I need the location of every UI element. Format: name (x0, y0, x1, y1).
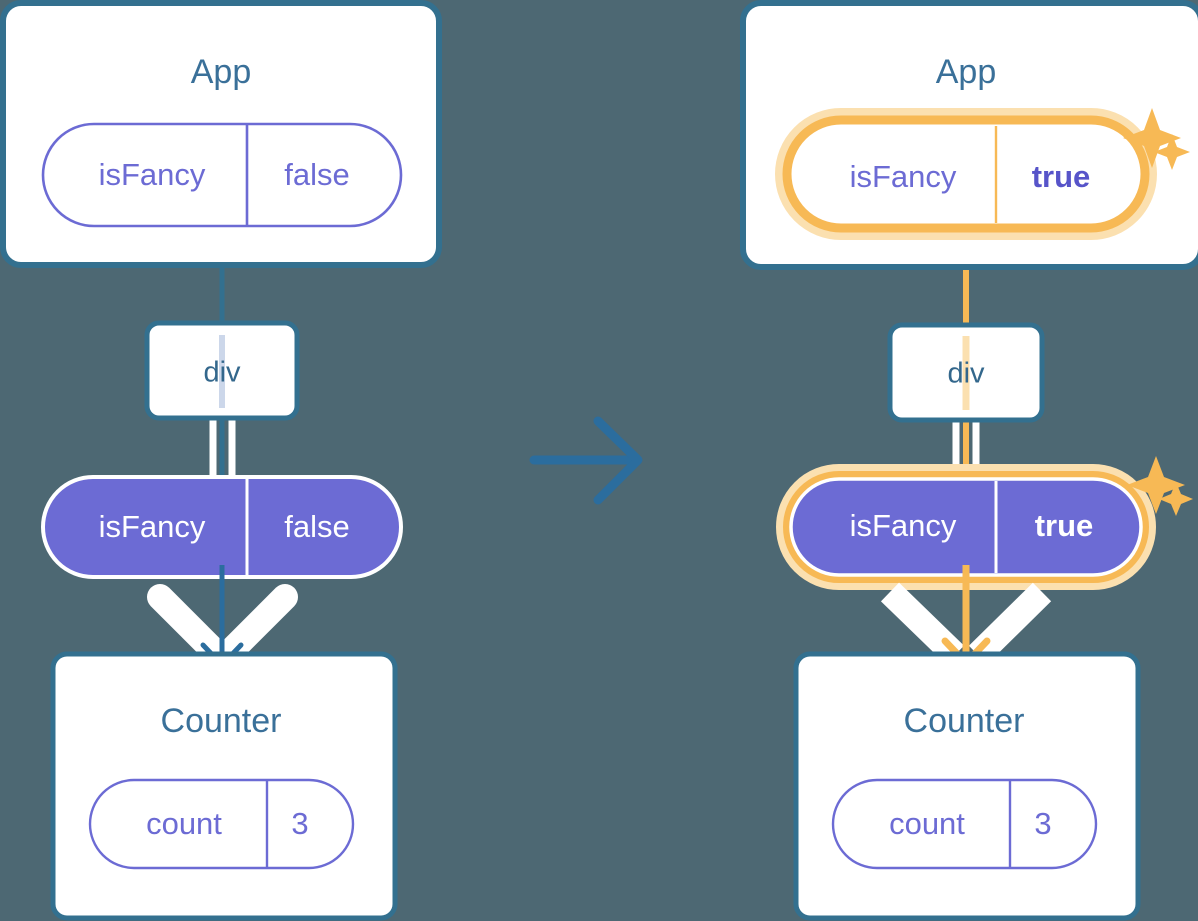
transition-arrow-icon (529, 416, 643, 505)
counter-state-pill-value-before: 3 (291, 806, 308, 841)
app-card-before: App isFancy false (0, 0, 442, 268)
app-card-after: App isFancy true (740, 0, 1198, 270)
app-state-pill-name-after: isFancy (850, 159, 957, 194)
counter-card-title-before: Counter (161, 702, 282, 740)
counter-state-pill-name-after: count (889, 806, 965, 841)
sparkle-icon-top-small (1154, 134, 1190, 170)
app-state-pill-value-before: false (284, 157, 349, 192)
counter-state-pill-shape-after (831, 778, 1098, 870)
props-pill-value-after: true (1035, 508, 1094, 543)
div-node-label-after: div (947, 358, 985, 390)
counter-state-pill-value-after: 3 (1034, 806, 1051, 841)
counter-state-pill-name-before: count (146, 806, 222, 841)
app-state-pill-value-after: true (1032, 159, 1091, 194)
counter-state-pill-before: count 3 (88, 778, 355, 870)
sparkle-icon-top (1123, 108, 1190, 170)
app-card-title-before: App (191, 53, 252, 91)
div-node-label-before: div (203, 357, 241, 389)
counter-state-pill-shape-before (88, 778, 355, 870)
props-pill-name-before: isFancy (99, 509, 206, 544)
props-pill-before: isFancy false (41, 475, 403, 579)
sparkle-icon-mid-small (1159, 482, 1193, 516)
render-arrow-right-arm-before (217, 584, 298, 665)
app-state-pill-ring-after (782, 115, 1150, 233)
render-arrow-left-arm-before (147, 584, 228, 665)
counter-card-after: Counter count 3 (793, 651, 1141, 921)
counter-card-before: Counter count 3 (50, 651, 398, 921)
props-pill-value-before: false (284, 509, 349, 544)
div-node-after: div (887, 322, 1045, 423)
app-state-pill-name-before: isFancy (99, 157, 206, 192)
app-state-pill-after: isFancy true (775, 108, 1157, 240)
div-node-before: div (144, 320, 300, 421)
app-state-pill-shape-before (41, 122, 403, 228)
app-state-pill-before: isFancy false (41, 122, 403, 228)
sparkle-icon-top-large (1123, 108, 1181, 168)
sparkle-icon-mid-large (1127, 456, 1185, 514)
app-card-title-after: App (936, 53, 997, 91)
render-arrow-before (147, 565, 298, 668)
props-pill-name-after: isFancy (850, 508, 957, 543)
counter-card-title-after: Counter (904, 702, 1025, 740)
counter-state-pill-after: count 3 (831, 778, 1098, 870)
render-arrow-right-arm-after (968, 582, 1052, 665)
sparkle-icon-mid (1127, 456, 1193, 516)
